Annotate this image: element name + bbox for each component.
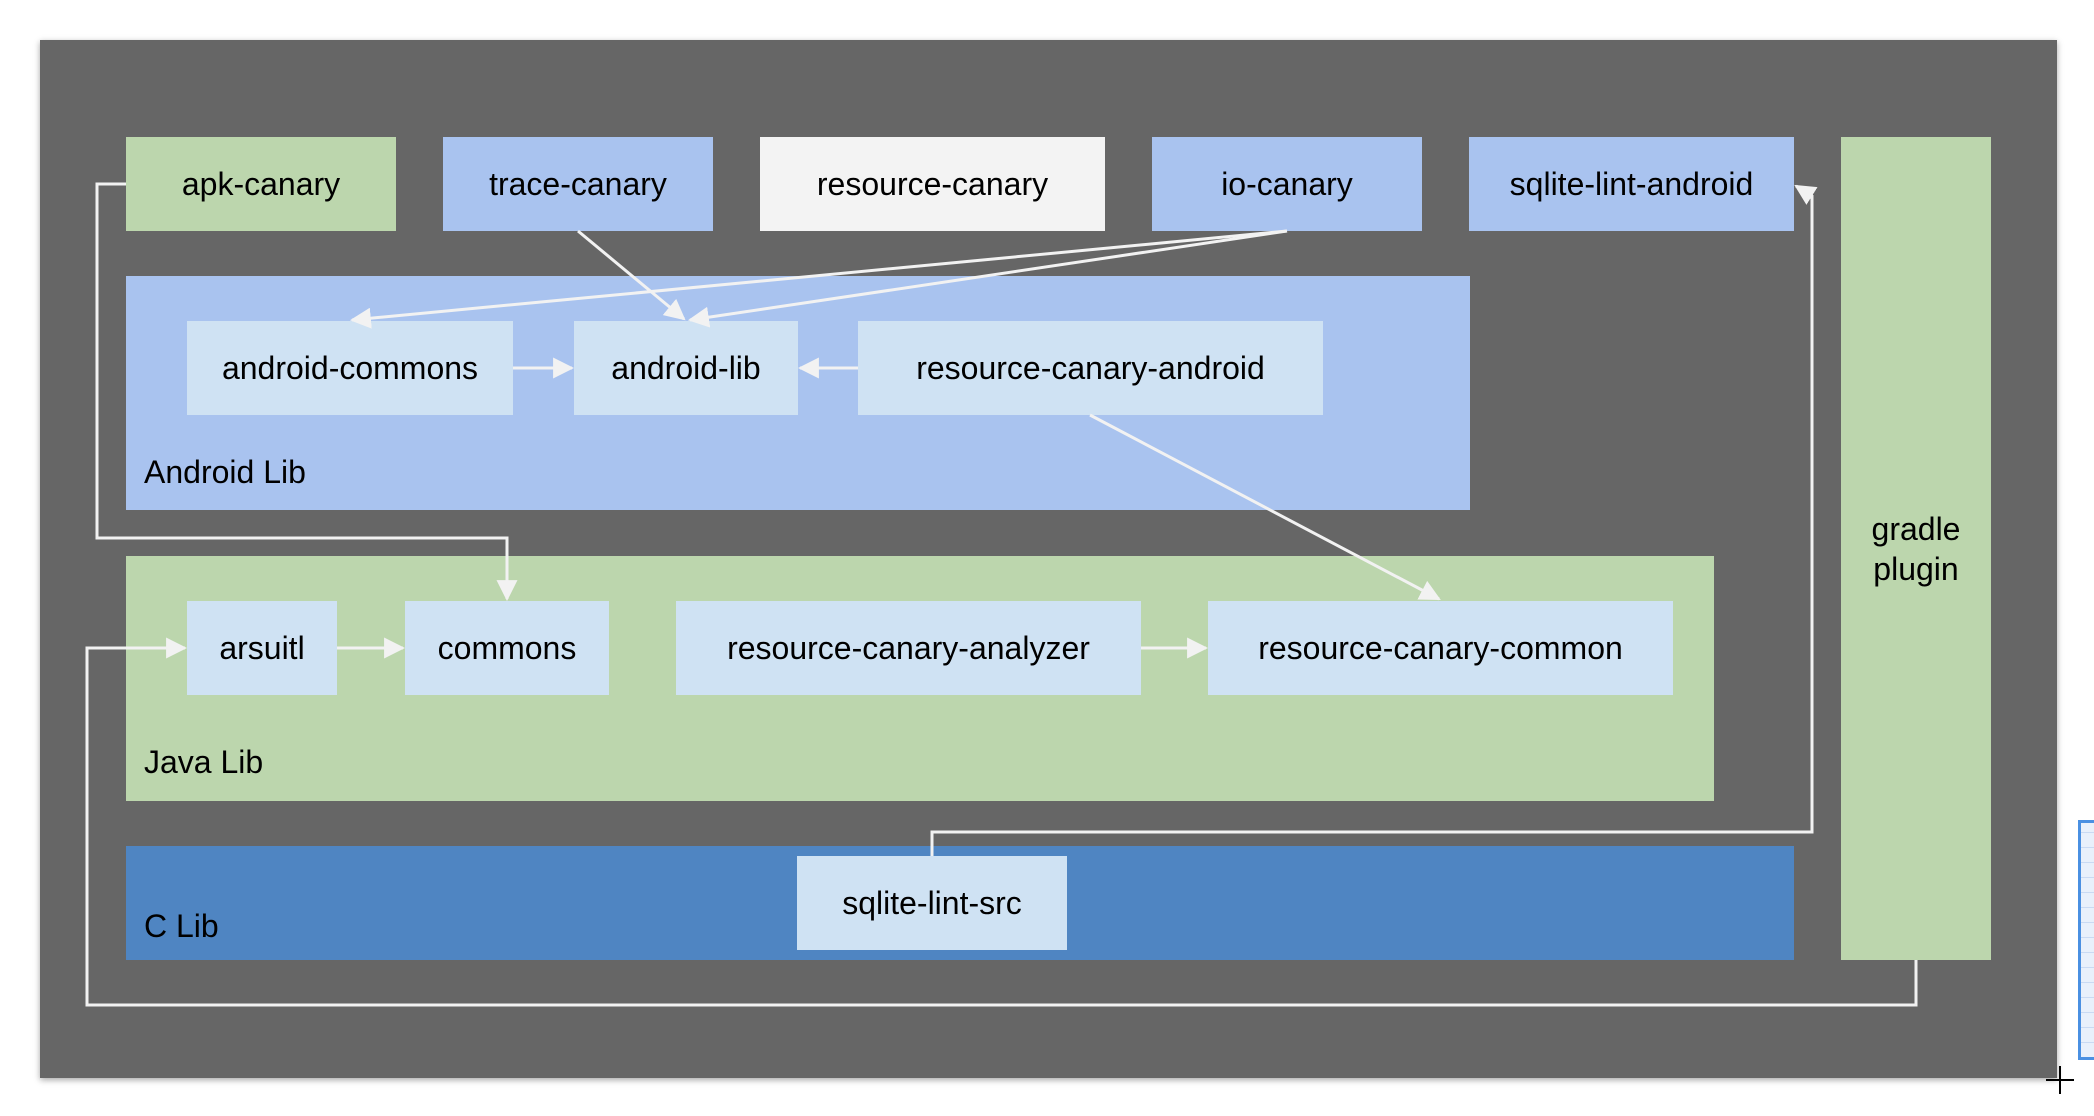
node-sqlite-lint-src[interactable]: sqlite-lint-src xyxy=(797,856,1067,950)
group-label-android-lib: Android Lib xyxy=(144,454,306,490)
node-resource-canary[interactable]: resource-canary xyxy=(760,137,1105,231)
node-apk-canary[interactable]: apk-canary xyxy=(126,137,396,231)
gradle-plugin-line2: plugin xyxy=(1873,550,1959,587)
node-resource-canary-analyzer[interactable]: resource-canary-analyzer xyxy=(676,601,1141,695)
node-trace-canary[interactable]: trace-canary xyxy=(443,137,713,231)
node-resource-canary-android[interactable]: resource-canary-android xyxy=(858,321,1323,415)
node-gradle-plugin[interactable]: gradle plugin xyxy=(1841,137,1991,960)
gradle-plugin-line1: gradle xyxy=(1871,510,1961,547)
node-resource-canary-common[interactable]: resource-canary-common xyxy=(1208,601,1673,695)
selection-handle-strip[interactable] xyxy=(2078,820,2094,1060)
node-sqlite-lint-android[interactable]: sqlite-lint-android xyxy=(1469,137,1794,231)
crosshair-cursor-icon xyxy=(2046,1066,2074,1094)
node-android-commons[interactable]: android-commons xyxy=(187,321,513,415)
node-arsuitl[interactable]: arsuitl xyxy=(187,601,337,695)
node-android-lib[interactable]: android-lib xyxy=(574,321,798,415)
node-commons[interactable]: commons xyxy=(405,601,609,695)
group-label-java-lib: Java Lib xyxy=(144,744,264,780)
group-label-c-lib: C Lib xyxy=(144,908,219,944)
node-io-canary[interactable]: io-canary xyxy=(1152,137,1422,231)
